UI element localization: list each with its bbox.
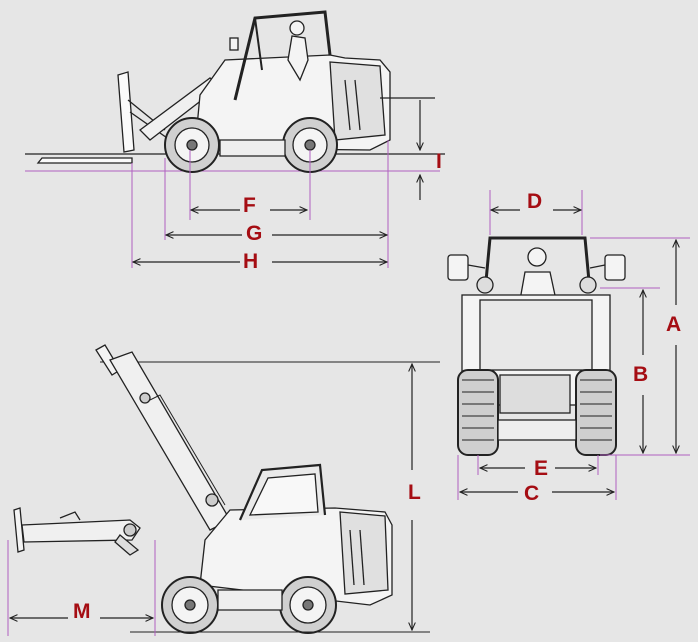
label-h: H (243, 250, 258, 273)
label-l: L (408, 481, 421, 504)
label-d: D (527, 190, 542, 213)
label-g: G (246, 222, 262, 245)
label-i: I (436, 150, 442, 173)
side-view-raised (95, 344, 440, 634)
label-c: C (524, 482, 539, 505)
label-f: F (243, 194, 256, 217)
side-view-guides (131, 140, 389, 268)
dimension-i (380, 97, 435, 200)
label-a: A (666, 313, 681, 336)
front-view-guides (457, 190, 690, 500)
boom-attachment-detail (7, 507, 156, 636)
label-m: M (73, 600, 91, 623)
front-view (447, 236, 626, 456)
label-b: B (633, 363, 648, 386)
label-e: E (534, 457, 548, 480)
side-view-lowered (25, 10, 445, 173)
dimension-labels: I F G H D A B E C L M (73, 150, 681, 623)
